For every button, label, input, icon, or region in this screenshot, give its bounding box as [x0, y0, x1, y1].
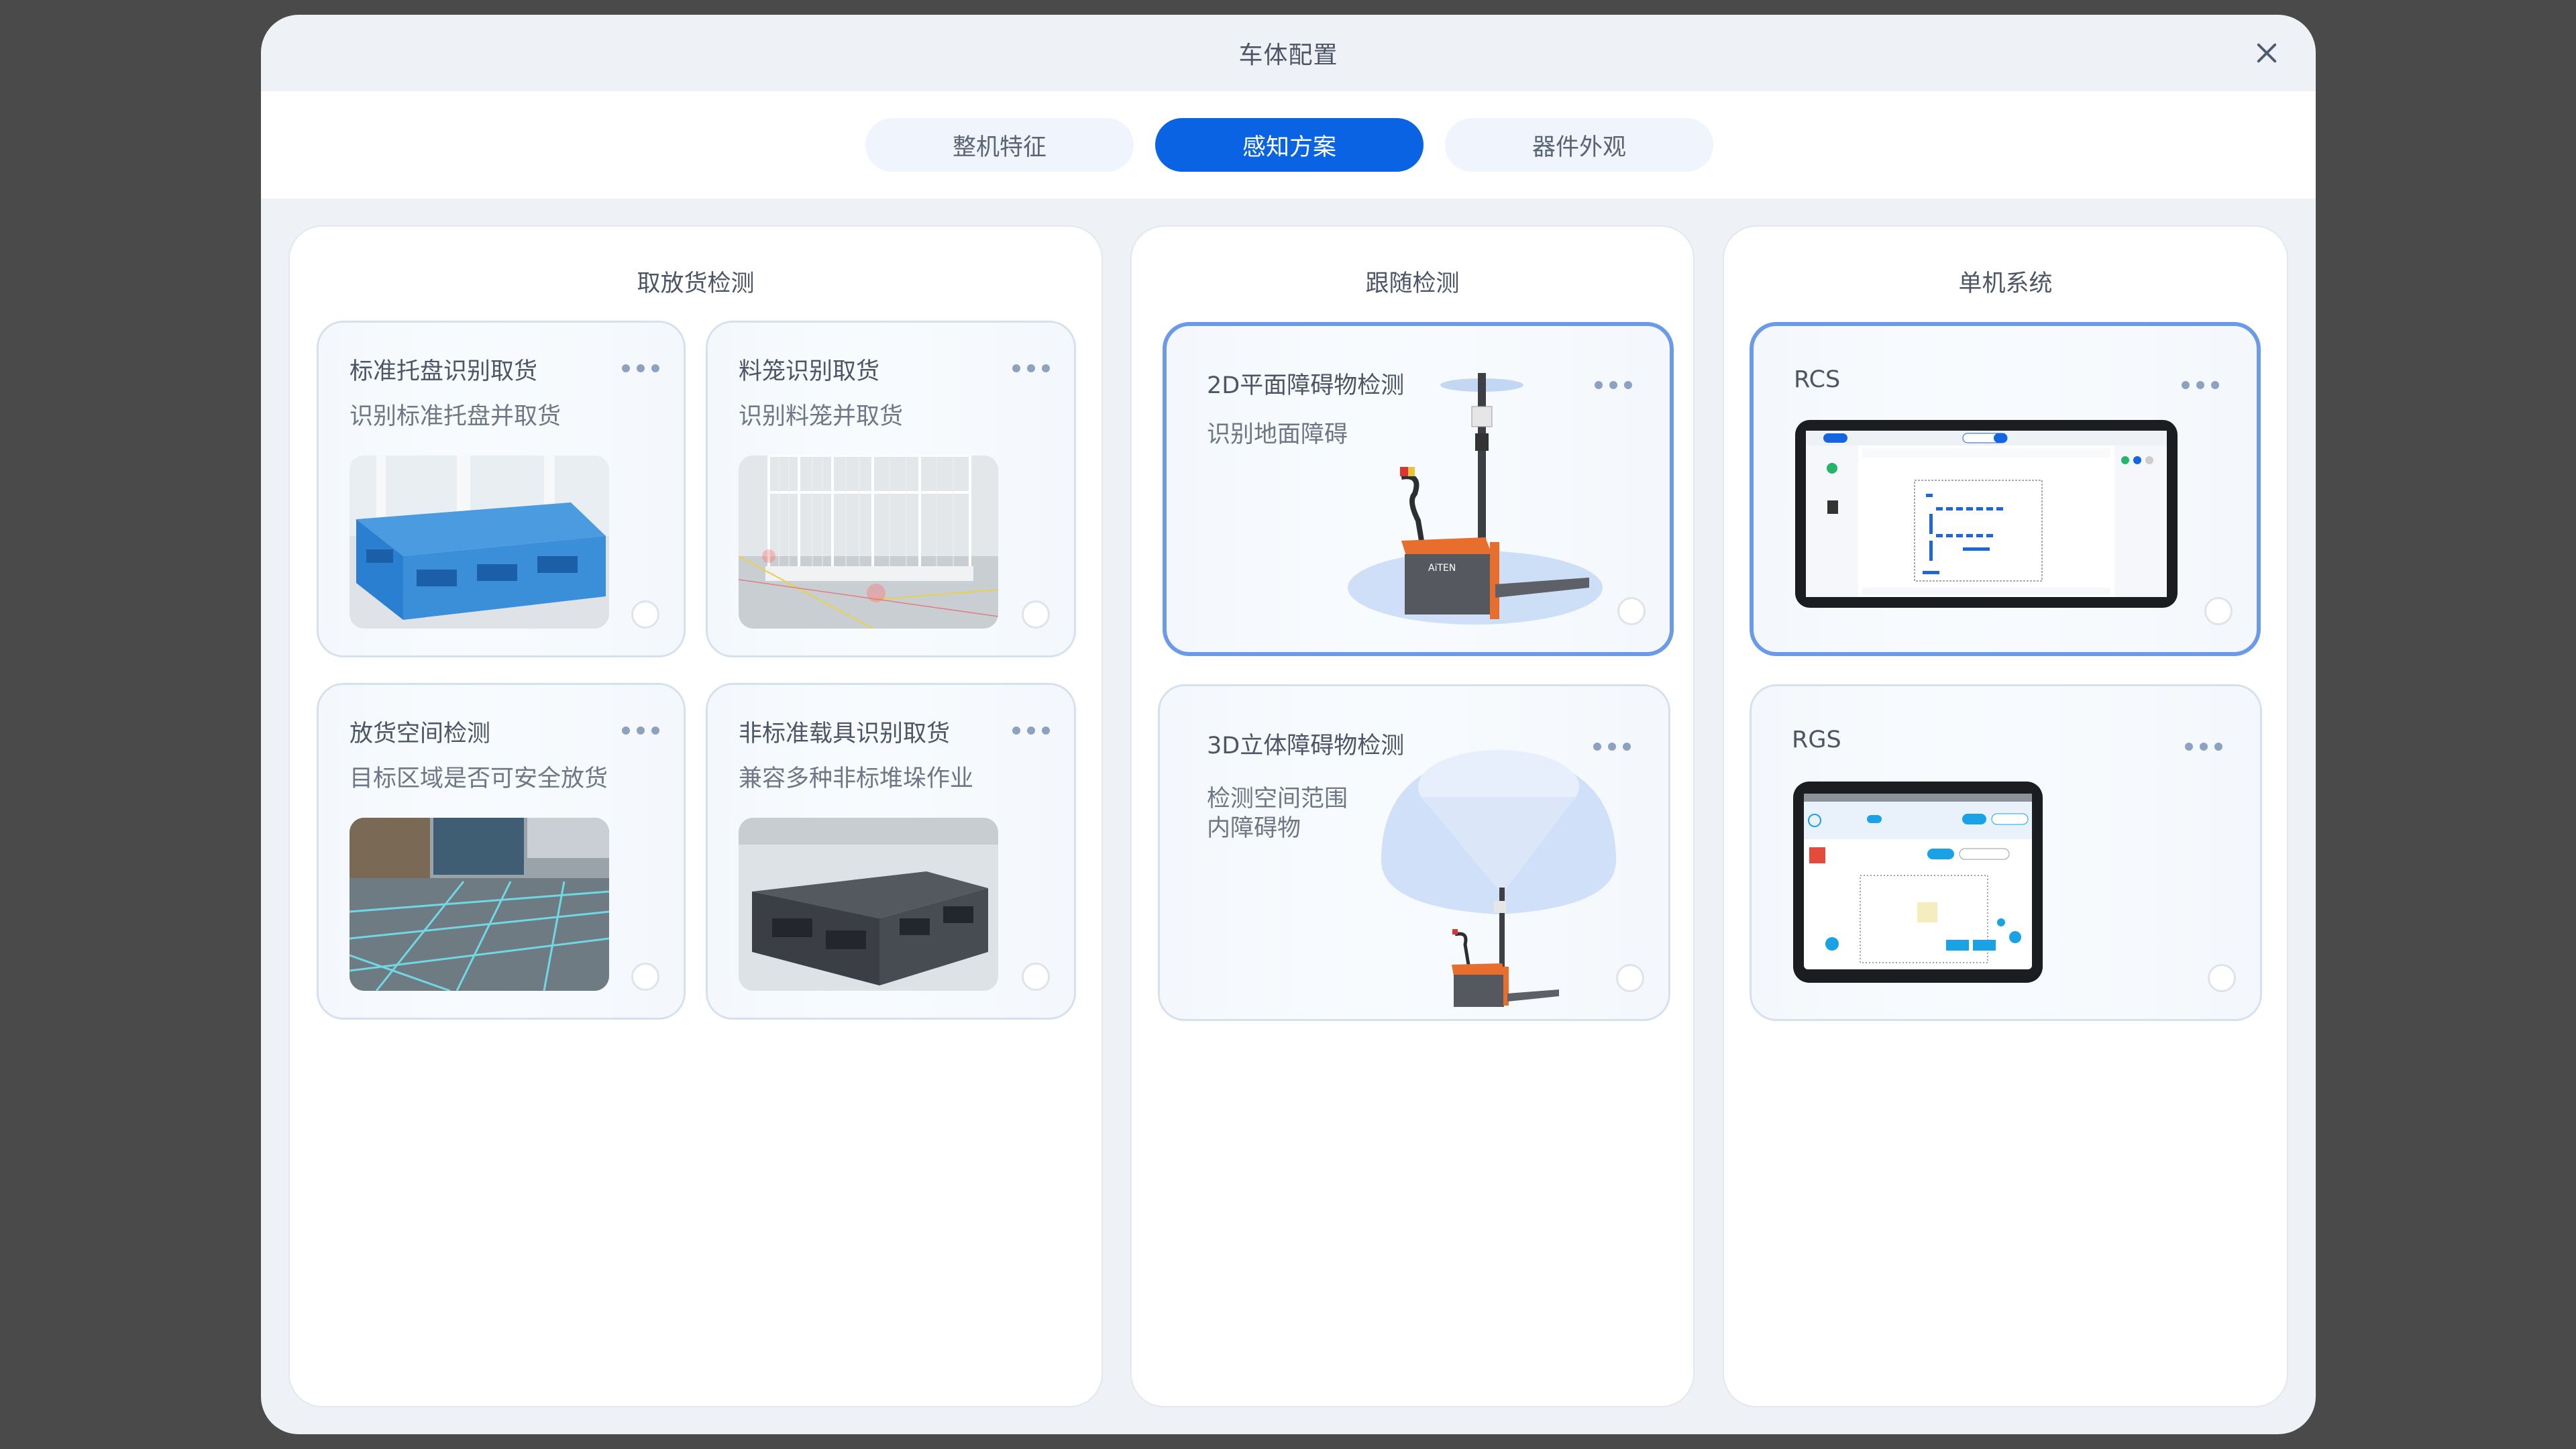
dot-icon: [1593, 743, 1601, 751]
dot-icon: [1012, 364, 1020, 372]
column-title: 单机系统: [1958, 270, 2053, 297]
select-radio[interactable]: [631, 600, 659, 629]
dot-icon: [1624, 381, 1632, 389]
more-options-button[interactable]: [622, 363, 659, 374]
card-nonstandard-carrier[interactable]: 非标准载具识别取货 兼容多种非标堆垛作业: [706, 683, 1076, 1020]
column-follow-detection: 跟随检测 2D平面障碍物检测 识别地面障碍: [1130, 225, 1695, 1407]
select-radio[interactable]: [1022, 600, 1050, 629]
card-description-line: 检测空间范围: [1207, 786, 1348, 812]
vehicle-config-modal: 车体配置 整机特征 感知方案 器件外观 取放货检测 标准托盘识别取货 识别标准托…: [261, 15, 2316, 1434]
more-options-button[interactable]: [2182, 380, 2219, 390]
dot-icon: [1609, 381, 1617, 389]
dot-icon: [651, 364, 659, 372]
black-pallet-image: [739, 818, 998, 991]
card-title: RCS: [1794, 366, 1841, 393]
tab-strip: 整机特征 感知方案 器件外观: [261, 91, 2316, 199]
card-description: 识别地面障碍: [1207, 421, 1348, 448]
card-title: 非标准载具识别取货: [739, 720, 951, 747]
dot-icon: [1042, 364, 1050, 372]
modal-title: 车体配置: [1238, 42, 1338, 69]
dot-icon: [1623, 743, 1631, 751]
card-description: 识别料笼并取货: [739, 403, 904, 430]
dot-icon: [2200, 743, 2208, 751]
card-title: RGS: [1792, 727, 1841, 753]
blue-pallet-image: [350, 455, 609, 629]
dot-icon: [622, 727, 630, 735]
dot-icon: [2211, 381, 2219, 389]
card-3d-obstacle-detection[interactable]: 3D立体障碍物检测 检测空间范围 内障碍物: [1158, 684, 1670, 1021]
card-title: 放货空间检测: [350, 720, 491, 747]
dot-icon: [622, 364, 630, 372]
dot-icon: [2214, 743, 2222, 751]
more-options-button[interactable]: [1595, 380, 1632, 390]
more-options-button[interactable]: [1012, 363, 1050, 374]
forklift-2d-illustration: AiTEN: [1334, 366, 1603, 635]
card-placement-space[interactable]: 放货空间检测 目标区域是否可安全放货: [317, 683, 686, 1020]
card-title: 料笼识别取货: [739, 358, 880, 385]
column-pick-place-detection: 取放货检测 标准托盘识别取货 识别标准托盘并取货: [288, 225, 1103, 1407]
dot-icon: [2196, 381, 2204, 389]
column-title: 取放货检测: [637, 270, 755, 297]
close-button[interactable]: [2253, 39, 2281, 67]
card-2d-obstacle-detection[interactable]: 2D平面障碍物检测 识别地面障碍 AiTEN: [1163, 322, 1674, 656]
column-standalone-system: 单机系统 RCS: [1723, 225, 2288, 1407]
select-radio[interactable]: [631, 963, 659, 991]
select-radio[interactable]: [1617, 597, 1646, 625]
cage-image: [739, 455, 998, 629]
card-cage[interactable]: 料笼识别取货 识别料笼并取货: [706, 321, 1076, 657]
dot-icon: [1595, 381, 1603, 389]
close-icon: [2257, 43, 2277, 63]
more-options-button[interactable]: [622, 725, 659, 736]
modal-header: 车体配置: [261, 15, 2316, 91]
dot-icon: [1608, 743, 1616, 751]
select-radio[interactable]: [2204, 597, 2233, 625]
more-options-button[interactable]: [1593, 741, 1631, 752]
select-radio[interactable]: [1022, 963, 1050, 991]
rcs-tablet-screenshot: [1795, 420, 2178, 608]
tab-component-appearance[interactable]: 器件外观: [1445, 118, 1713, 172]
tab-bar: 整机特征 感知方案 器件外观: [865, 118, 1713, 172]
card-description: 兼容多种非标堆垛作业: [739, 765, 974, 792]
card-description-line: 内障碍物: [1207, 815, 1301, 842]
card-description: 目标区域是否可安全放货: [350, 765, 608, 792]
svg-text:AiTEN: AiTEN: [1428, 563, 1456, 574]
rgs-tablet-screenshot: [1793, 782, 2043, 983]
warehouse-grid-image: [350, 818, 609, 991]
dot-icon: [1042, 727, 1050, 735]
dot-icon: [651, 727, 659, 735]
card-title: 3D立体障碍物检测: [1207, 733, 1405, 759]
card-title: 标准托盘识别取货: [350, 358, 538, 385]
dot-icon: [637, 727, 645, 735]
dot-icon: [2185, 743, 2193, 751]
dot-icon: [1027, 727, 1035, 735]
card-title: 2D平面障碍物检测: [1207, 372, 1405, 399]
tab-perception-scheme[interactable]: 感知方案: [1155, 118, 1424, 172]
dot-icon: [2182, 381, 2190, 389]
dot-icon: [637, 364, 645, 372]
card-rgs[interactable]: RGS: [1750, 684, 2262, 1021]
card-standard-pallet[interactable]: 标准托盘识别取货 识别标准托盘并取货: [317, 321, 686, 657]
dot-icon: [1027, 364, 1035, 372]
more-options-button[interactable]: [2185, 741, 2222, 752]
card-description: 识别标准托盘并取货: [350, 403, 561, 430]
select-radio[interactable]: [2208, 964, 2236, 992]
more-options-button[interactable]: [1012, 725, 1050, 736]
card-rcs[interactable]: RCS: [1750, 322, 2261, 656]
select-radio[interactable]: [1616, 964, 1644, 992]
tab-machine-features[interactable]: 整机特征: [865, 118, 1134, 172]
column-title: 跟随检测: [1365, 270, 1460, 297]
card-description: 检测空间范围 内障碍物: [1207, 784, 1348, 843]
forklift-3d-illustration: [1375, 740, 1623, 1008]
dot-icon: [1012, 727, 1020, 735]
